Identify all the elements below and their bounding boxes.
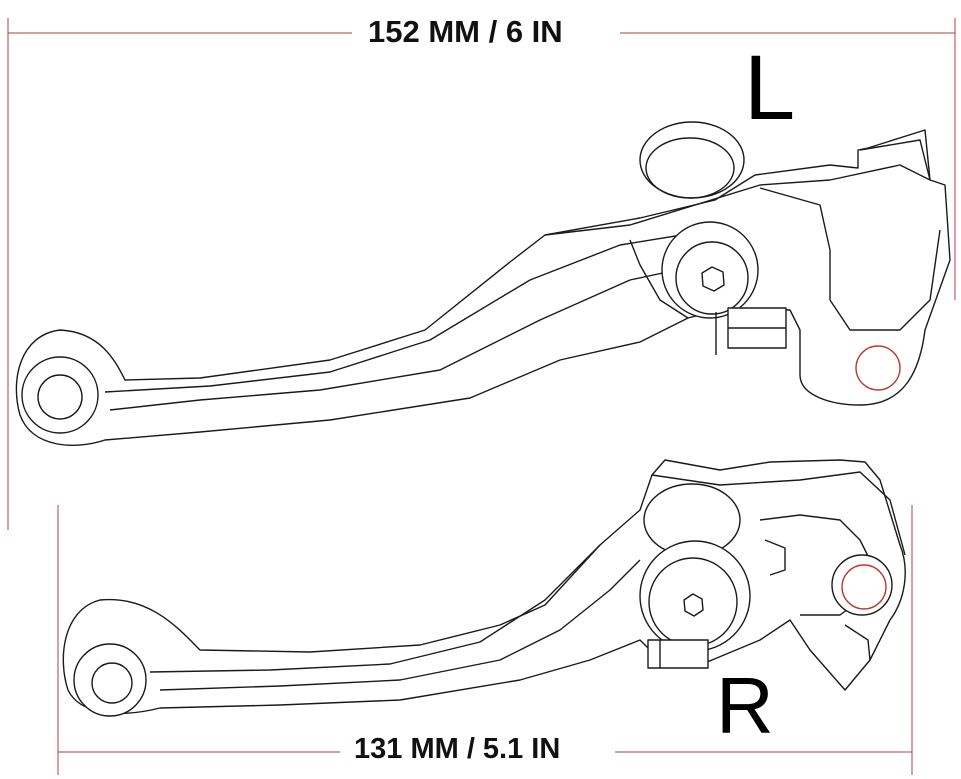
left-lever-body — [15, 129, 951, 446]
left-lever-inner-contour — [109, 264, 701, 411]
right-lever-inner-contour-2 — [149, 544, 601, 673]
right-lever-letter: R — [716, 661, 774, 750]
right-lever-ball-end-hole — [91, 662, 133, 704]
left-lever-cable-hole — [855, 345, 901, 391]
right-lever-cable-hole-inner — [841, 564, 887, 610]
right-lever-upper-edge — [651, 471, 906, 556]
bottom-dimension-label: 131 MM / 5.1 IN — [348, 735, 567, 764]
right-lever-body — [62, 459, 906, 715]
left-lever-pivot-inner — [675, 241, 749, 315]
left-lever-ball-end-hole — [37, 374, 83, 420]
right-lever-perch-outline — [759, 514, 871, 616]
left-lever-pivot-cylinder-face — [645, 137, 735, 199]
left-lever-inner-contour-2 — [104, 231, 701, 393]
right-lever-tab — [764, 539, 786, 576]
right-lever-bottom-tab — [844, 624, 871, 661]
left-lever-blade-top — [859, 139, 931, 181]
right-lever-adjuster — [647, 639, 709, 669]
top-dimension — [7, 18, 956, 530]
left-lever — [15, 121, 951, 446]
left-lever-letter: L — [744, 37, 796, 139]
left-lever-detail-line — [629, 239, 689, 319]
top-dimension-label: 152 MM / 6 IN — [362, 16, 569, 47]
right-lever-hex-bolt — [683, 593, 704, 617]
left-lever-pivot-outer — [661, 221, 759, 319]
right-lever-inner-contour — [159, 559, 641, 691]
left-lever-perch-outline — [759, 187, 941, 331]
right-lever — [62, 459, 906, 717]
bottom-dimension — [57, 505, 913, 775]
left-lever-upper-edge — [544, 164, 931, 236]
left-lever-hex-bolt — [701, 266, 725, 292]
